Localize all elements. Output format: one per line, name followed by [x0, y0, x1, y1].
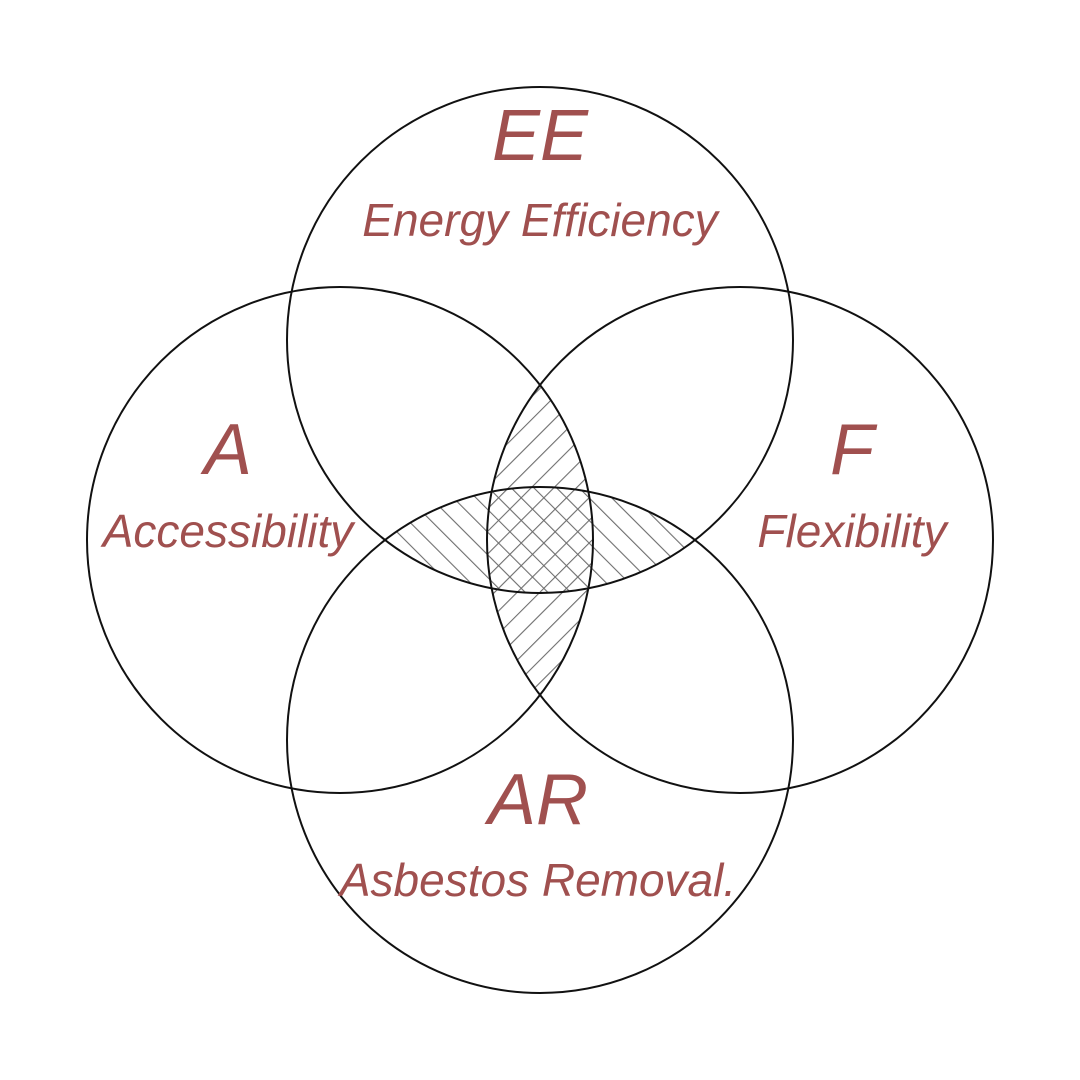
label-ar-abbr: AR [484, 760, 588, 840]
label-ee-abbr: EE [492, 96, 589, 176]
label-a-name: Accessibility [100, 505, 357, 557]
label-f-abbr: F [830, 410, 878, 490]
label-a-abbr: A [200, 410, 252, 490]
circle-asbestos-removal [286, 486, 794, 994]
circle-accessibility [86, 286, 594, 794]
label-f-name: Flexibility [757, 505, 949, 557]
circle-energy-efficiency [286, 86, 794, 594]
circle-flexibility [486, 286, 994, 794]
label-ee-name: Energy Efficiency [362, 194, 720, 246]
intersection-ee-ar-hatch [287, 487, 793, 593]
label-ar-name: Asbestos Removal. [337, 854, 736, 906]
